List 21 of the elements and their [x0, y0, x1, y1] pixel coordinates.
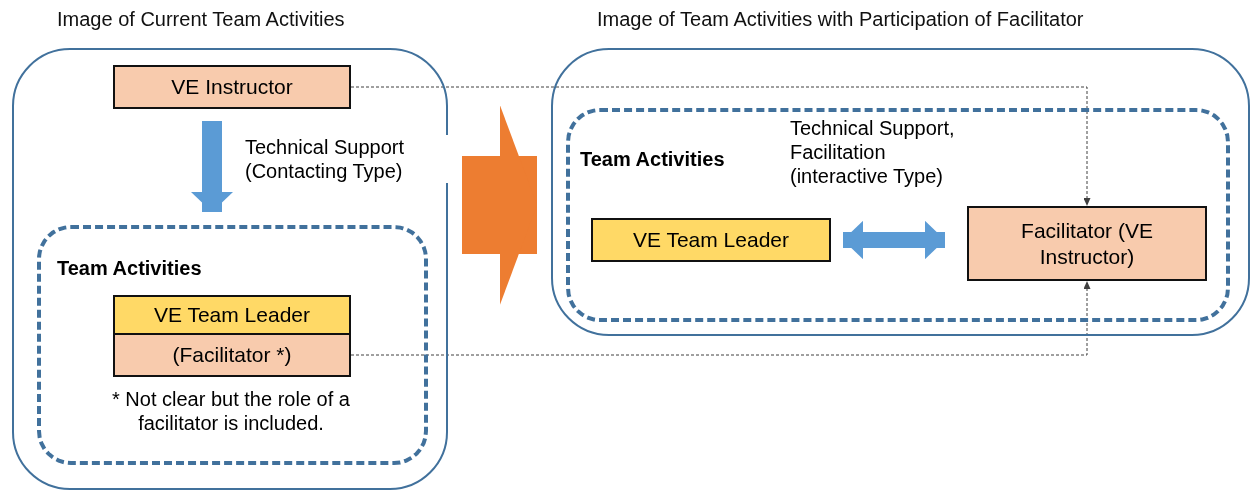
- dotted-connector: [350, 86, 1091, 207]
- dashed-group-frame: [37, 225, 428, 465]
- footnote: * Not clear but the role of a facilitator is included.: [111, 387, 351, 435]
- block-arrow: [843, 220, 945, 260]
- role-box: [113, 65, 351, 109]
- box-label: Facilitator (VE Instructor): [1020, 218, 1154, 269]
- box-label: VE Instructor: [171, 74, 293, 100]
- role-box: [113, 333, 351, 377]
- group-title: Team Activities: [57, 257, 202, 280]
- box-label: VE Team Leader: [153, 302, 310, 328]
- role-box: [591, 218, 831, 262]
- block-arrow: [462, 104, 537, 306]
- panel-heading: Image of Team Activities with Participation of Facilitator: [597, 8, 1084, 31]
- role-box: [113, 295, 351, 335]
- box-label: (Facilitator *): [172, 342, 292, 368]
- group-title: Team Activities: [580, 148, 725, 171]
- role-box: [967, 206, 1207, 281]
- block-arrow: [191, 121, 233, 212]
- dotted-connector: [350, 280, 1091, 356]
- panel-heading: Image of Current Team Activities: [57, 8, 345, 31]
- box-label: VE Team Leader: [632, 227, 789, 253]
